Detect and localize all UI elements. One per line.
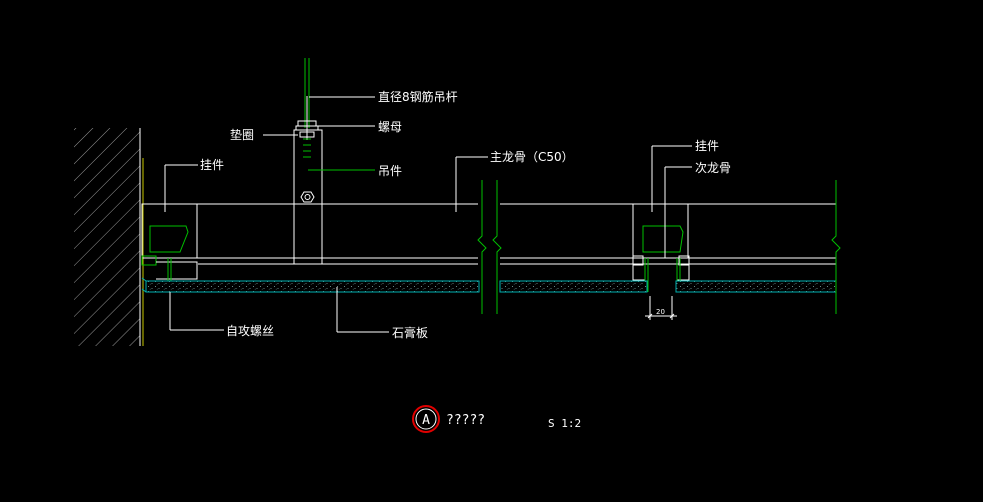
- dimension-20: 20: [645, 296, 677, 320]
- label-main-keel: 主龙骨（C50）: [490, 150, 574, 164]
- label-clip-right: 挂件: [695, 139, 719, 153]
- section-title: ?????: [446, 413, 485, 428]
- label-washer: 垫圈: [230, 127, 254, 142]
- leaders: [164, 96, 692, 333]
- right-clip: [632, 203, 690, 281]
- hanger-piece: [293, 129, 323, 265]
- break-lines: [477, 180, 841, 314]
- wall: [74, 128, 144, 346]
- main-keel: [142, 203, 836, 265]
- gypsum-board: [141, 277, 837, 293]
- hanger-rod: [304, 58, 310, 140]
- nut-assembly: [295, 120, 319, 158]
- title-block: A ????? S 1:2: [412, 405, 581, 433]
- section-marker: A: [422, 413, 430, 428]
- label-nut: 螺母: [378, 120, 402, 134]
- scale-label: S 1:2: [548, 417, 581, 430]
- label-rod: 直径8钢筋吊杆: [378, 89, 458, 104]
- label-board: 石膏板: [392, 325, 428, 340]
- left-clip: [141, 203, 198, 280]
- label-hanger: 吊件: [378, 164, 402, 178]
- annotations: 直径8钢筋吊杆 螺母 垫圈 吊件 挂件 主龙骨（C50） 挂件 次龙骨 自攻螺丝…: [200, 89, 731, 340]
- dimension-label: 20: [656, 308, 665, 316]
- label-clip-left: 挂件: [200, 158, 224, 172]
- label-screw: 自攻螺丝: [226, 324, 274, 338]
- label-secondary-keel: 次龙骨: [695, 161, 731, 175]
